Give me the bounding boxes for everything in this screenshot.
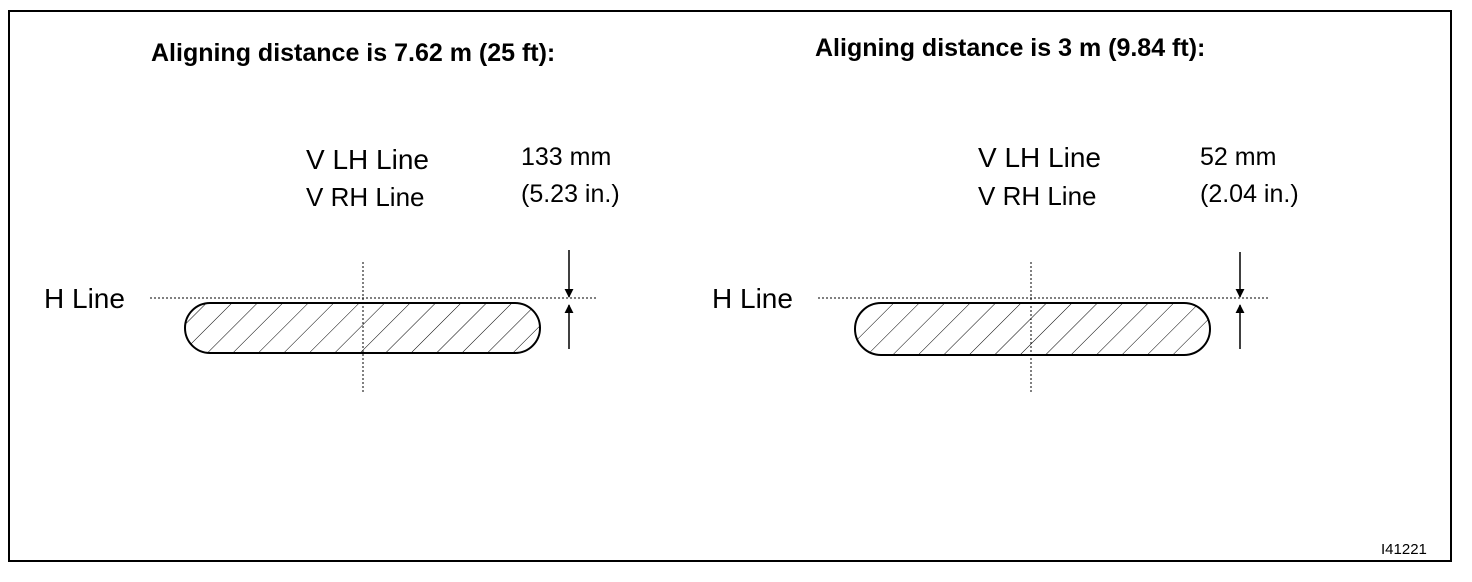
left-h-line-label: H Line [44, 283, 125, 314]
left-value-metric: 133 mm [521, 143, 612, 171]
right-h-line-label: H Line [712, 283, 793, 314]
right-beam-diagram [818, 252, 1268, 392]
figure-id: I41221 [1381, 541, 1427, 558]
right-v-rh-line-label: V RH Line [978, 181, 1097, 211]
left-panel-title: Aligning distance is 7.62 m (25 ft): [151, 39, 556, 67]
right-panel-title: Aligning distance is 3 m (9.84 ft): [815, 34, 1206, 62]
left-beam-diagram [150, 250, 598, 392]
left-v-lh-line-label: V LH Line [306, 144, 429, 175]
right-value-imperial: (2.04 in.) [1200, 180, 1299, 208]
right-v-lh-line-label: V LH Line [978, 142, 1101, 173]
left-beam-pattern [184, 302, 541, 354]
diagram-frame [8, 10, 1452, 562]
right-beam-pattern [854, 302, 1211, 356]
left-v-rh-line-label: V RH Line [306, 182, 425, 212]
left-value-imperial: (5.23 in.) [521, 180, 620, 208]
right-value-metric: 52 mm [1200, 143, 1277, 171]
